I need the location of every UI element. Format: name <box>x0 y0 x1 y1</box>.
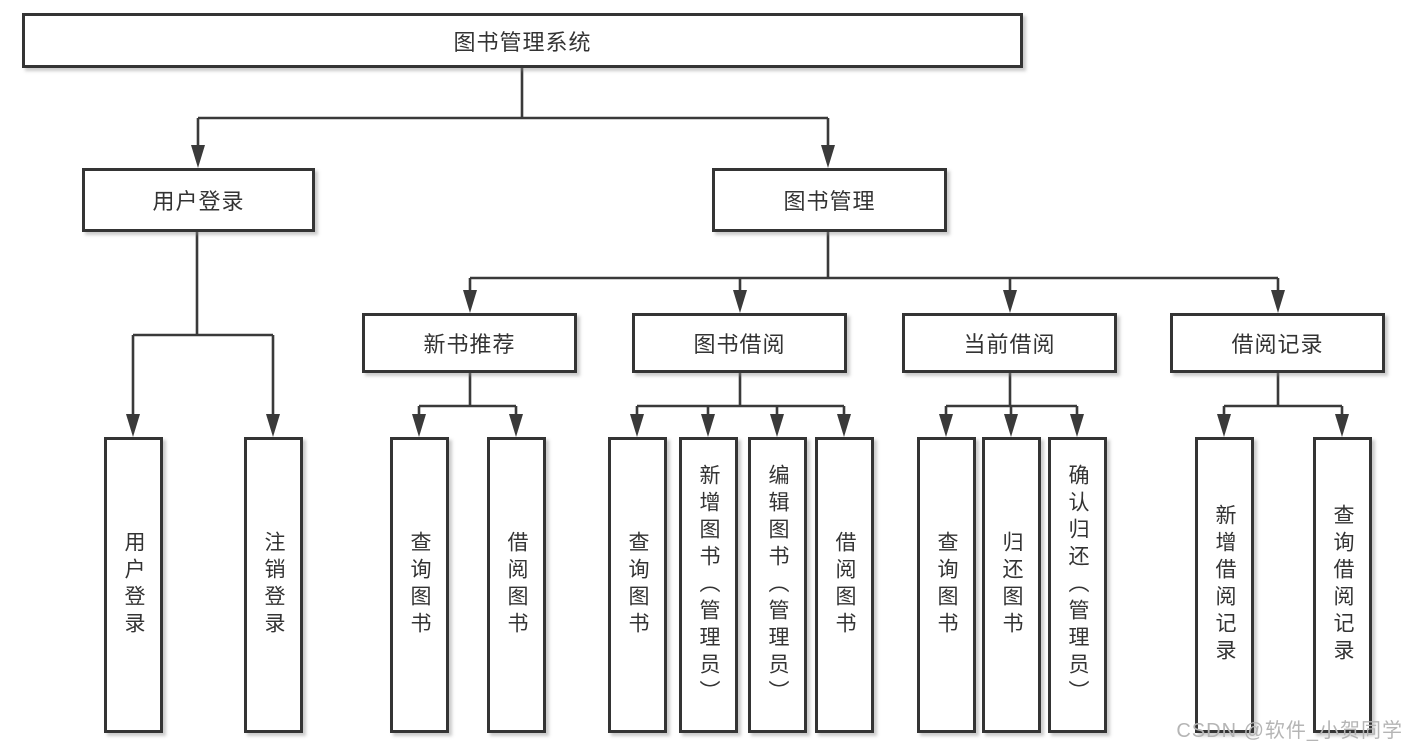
node-new-book-recommend: 新书推荐 <box>362 313 577 373</box>
leaf-recommend-borrow-books-label: 借阅图书 <box>505 531 528 639</box>
leaf-recommend-query-books: 查询图书 <box>390 437 449 733</box>
node-user-login: 用户登录 <box>82 168 315 232</box>
node-borrow-records-label: 借阅记录 <box>1231 332 1324 357</box>
leaf-query-borrow-record: 查询借阅记录 <box>1313 437 1372 733</box>
node-current-borrow-label: 当前借阅 <box>963 332 1056 357</box>
node-user-login-label: 用户登录 <box>152 189 245 214</box>
leaf-edit-books-admin-label: 编辑图书（管理员） <box>766 463 789 707</box>
leaf-borrow-books: 借阅图书 <box>815 437 874 733</box>
leaf-borrow-books-label: 借阅图书 <box>833 531 856 639</box>
leaf-logout: 注销登录 <box>244 437 303 733</box>
leaf-user-login-label: 用户登录 <box>122 531 145 639</box>
leaf-current-query-books-label: 查询图书 <box>935 531 958 639</box>
csdn-watermark: CSDN @软件_小贺同学 <box>1176 720 1403 742</box>
node-current-borrow: 当前借阅 <box>902 313 1117 373</box>
leaf-confirm-return-admin: 确认归还（管理员） <box>1048 437 1107 733</box>
node-book-borrow-label: 图书借阅 <box>693 332 786 357</box>
leaf-add-books-admin: 新增图书（管理员） <box>679 437 738 733</box>
leaf-current-query-books: 查询图书 <box>917 437 976 733</box>
leaf-return-books-label: 归还图书 <box>1000 531 1023 639</box>
leaf-confirm-return-admin-label: 确认归还（管理员） <box>1066 463 1089 707</box>
node-borrow-records: 借阅记录 <box>1170 313 1385 373</box>
leaf-user-login: 用户登录 <box>104 437 163 733</box>
leaf-borrow-query-books-label: 查询图书 <box>626 531 649 639</box>
node-book-management-label: 图书管理 <box>783 189 876 214</box>
leaf-borrow-query-books: 查询图书 <box>608 437 667 733</box>
leaf-add-borrow-record: 新增借阅记录 <box>1195 437 1254 733</box>
leaf-edit-books-admin: 编辑图书（管理员） <box>748 437 807 733</box>
node-book-management: 图书管理 <box>712 168 947 232</box>
node-library-system-label: 图书管理系统 <box>453 29 592 55</box>
node-book-borrow: 图书借阅 <box>632 313 847 373</box>
leaf-add-borrow-record-label: 新增借阅记录 <box>1213 504 1236 666</box>
leaf-recommend-borrow-books: 借阅图书 <box>487 437 546 733</box>
leaf-return-books: 归还图书 <box>982 437 1041 733</box>
leaf-query-borrow-record-label: 查询借阅记录 <box>1331 504 1354 666</box>
node-new-book-recommend-label: 新书推荐 <box>423 332 516 357</box>
leaf-add-books-admin-label: 新增图书（管理员） <box>697 463 720 707</box>
leaf-logout-label: 注销登录 <box>262 531 285 639</box>
node-library-system: 图书管理系统 <box>22 13 1023 68</box>
leaf-recommend-query-books-label: 查询图书 <box>408 531 431 639</box>
